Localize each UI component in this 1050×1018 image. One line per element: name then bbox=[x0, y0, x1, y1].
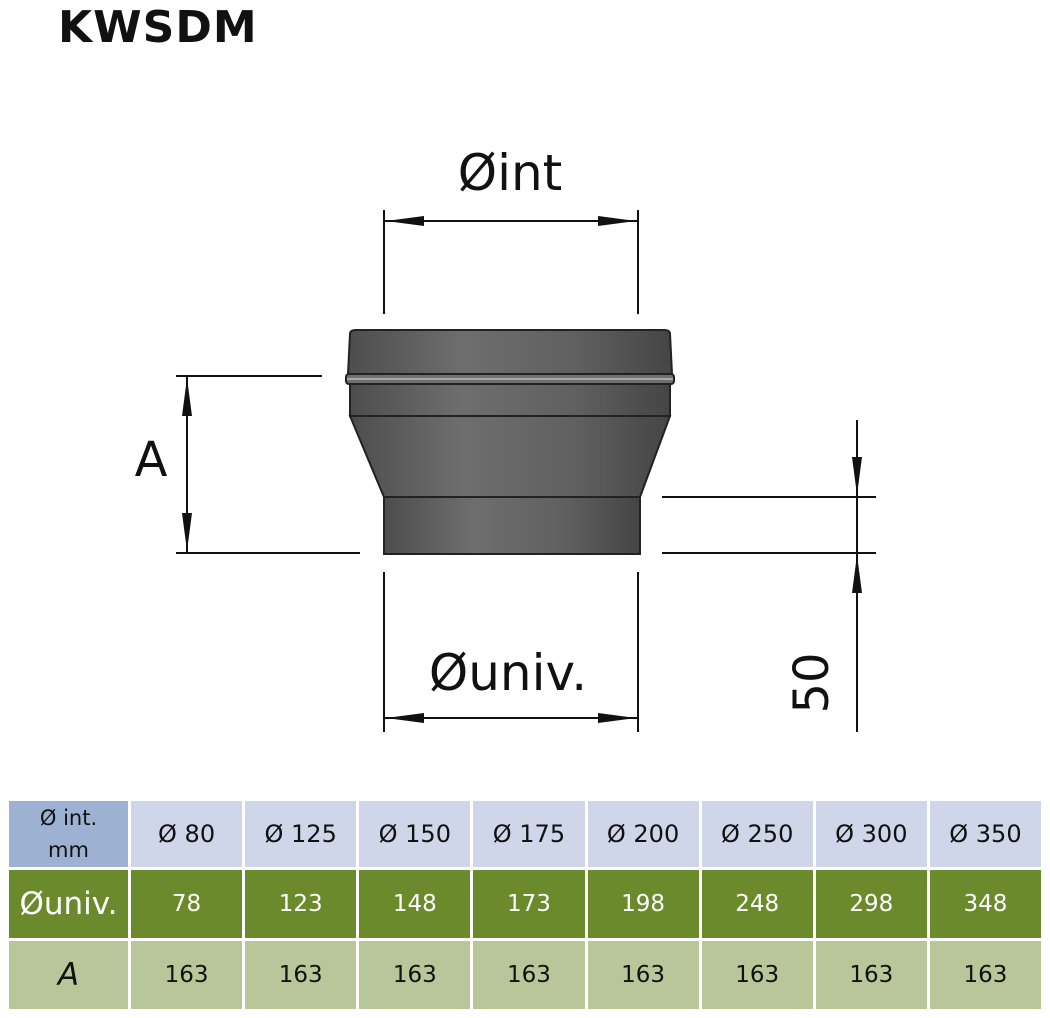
dimension-int bbox=[383, 210, 639, 314]
reducer-body bbox=[345, 329, 675, 555]
table-cell: 163 bbox=[359, 941, 471, 1009]
table-cell: Ø 350 bbox=[929, 801, 1041, 867]
row-header-int: Ø int. mm bbox=[9, 801, 128, 867]
table-row-univ: Øuniv. 78 123 148 173 198 248 298 348 bbox=[9, 870, 1041, 938]
dimension-univ bbox=[383, 572, 639, 732]
table-cell: Ø 150 bbox=[359, 801, 471, 867]
dimension-50 bbox=[662, 420, 876, 732]
table-cell: 163 bbox=[929, 941, 1041, 1009]
row-header-a: A bbox=[9, 941, 128, 1009]
label-int: Øint bbox=[458, 144, 563, 202]
top-collar bbox=[346, 329, 674, 375]
table-cell: 163 bbox=[473, 941, 585, 1009]
table-cell: 248 bbox=[701, 870, 813, 938]
label-50: 50 bbox=[784, 652, 840, 713]
table-cell: 78 bbox=[131, 870, 243, 938]
row-header-int-line2: mm bbox=[48, 838, 89, 862]
table-cell: Ø 300 bbox=[815, 801, 927, 867]
row-header-univ: Øuniv. bbox=[9, 870, 128, 938]
row-header-int-line1: Ø int. bbox=[39, 806, 98, 830]
table-cell: 348 bbox=[929, 870, 1041, 938]
dimension-table: Ø int. mm Ø 80 Ø 125 Ø 150 Ø 175 Ø 200 Ø… bbox=[6, 798, 1044, 1012]
table-cell: Ø 175 bbox=[473, 801, 585, 867]
table-cell: 163 bbox=[701, 941, 813, 1009]
table-cell: 163 bbox=[245, 941, 357, 1009]
label-a: A bbox=[135, 432, 168, 488]
page-title: KWSDM bbox=[58, 2, 258, 53]
label-univ: Øuniv. bbox=[429, 644, 587, 702]
table-cell: 198 bbox=[587, 870, 699, 938]
table-row-int: Ø int. mm Ø 80 Ø 125 Ø 150 Ø 175 Ø 200 Ø… bbox=[9, 801, 1041, 867]
table-cell: 298 bbox=[815, 870, 927, 938]
dimension-a bbox=[176, 375, 360, 554]
table-row-a: A 163 163 163 163 163 163 163 163 bbox=[9, 941, 1041, 1009]
table-cell: 163 bbox=[587, 941, 699, 1009]
table-cell: 123 bbox=[245, 870, 357, 938]
table-cell: 163 bbox=[815, 941, 927, 1009]
table-cell: Ø 80 bbox=[131, 801, 243, 867]
table-cell: Ø 125 bbox=[245, 801, 357, 867]
table-cell: Ø 250 bbox=[701, 801, 813, 867]
table-cell: Ø 200 bbox=[587, 801, 699, 867]
table-cell: 173 bbox=[473, 870, 585, 938]
spigot-section bbox=[383, 496, 641, 555]
upper-band bbox=[349, 383, 671, 417]
reducer-technical-drawing: Øint Øuniv. A 50 bbox=[135, 144, 876, 732]
table-cell: 148 bbox=[359, 870, 471, 938]
table-cell: 163 bbox=[131, 941, 243, 1009]
taper-section bbox=[348, 415, 672, 498]
